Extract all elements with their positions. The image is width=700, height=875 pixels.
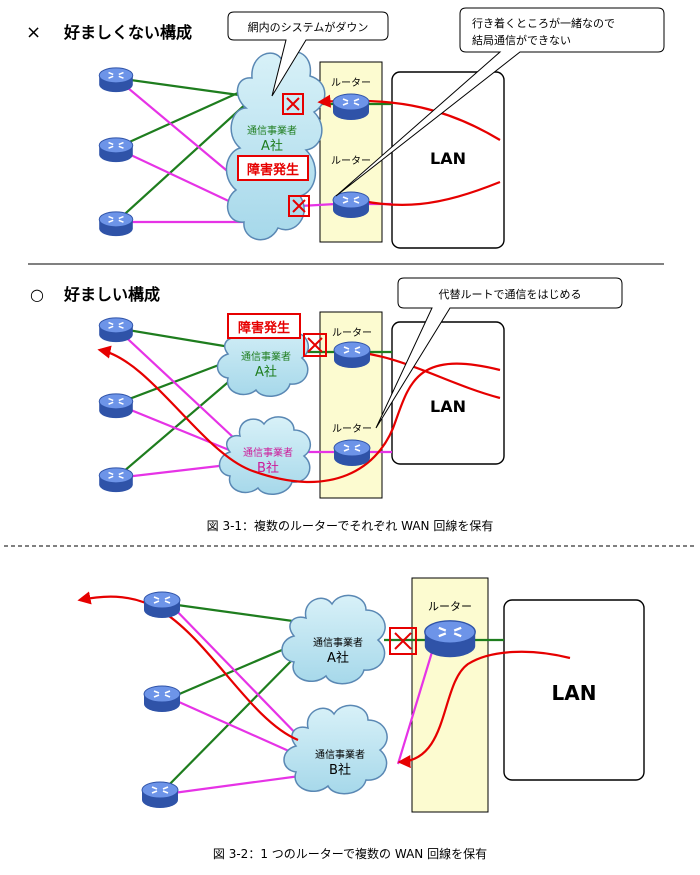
lan-label: LAN bbox=[430, 397, 466, 416]
x-mark-icon bbox=[288, 195, 310, 217]
router-icon bbox=[98, 393, 134, 419]
cloud-icon bbox=[283, 704, 388, 795]
carrier-label: 通信事業者 bbox=[243, 446, 293, 459]
router-panel bbox=[319, 311, 383, 499]
bad-mark-icon: × bbox=[26, 22, 41, 43]
bad-heading: 好ましくない構成 bbox=[63, 23, 192, 42]
good-heading: 好ましい構成 bbox=[63, 285, 160, 304]
carrier-name: A社 bbox=[255, 364, 277, 380]
router-icon bbox=[141, 781, 179, 809]
fault-label: 障害発生 bbox=[247, 162, 299, 178]
cloud-icon bbox=[281, 594, 386, 685]
router-icon bbox=[143, 685, 181, 713]
router-label: ルーター bbox=[331, 155, 371, 167]
router-icon bbox=[98, 467, 134, 493]
lan-label: LAN bbox=[430, 149, 466, 168]
router-icon bbox=[98, 137, 134, 163]
router-label: ルーター bbox=[332, 327, 372, 339]
router-icon bbox=[333, 341, 371, 369]
callout bbox=[227, 11, 389, 97]
router-label: ルーター bbox=[331, 77, 371, 89]
x-mark-icon bbox=[303, 333, 327, 357]
router-label: ルーター bbox=[332, 423, 372, 435]
carrier-name: A社 bbox=[327, 650, 349, 666]
x-mark-icon bbox=[282, 93, 304, 115]
callout-text: 結局通信ができない bbox=[472, 33, 571, 47]
single-router-configuration: LAN ルーター 通信事業者 A社 通信事業者 B社 bbox=[77, 577, 645, 861]
bad-configuration: × 好ましくない構成 LAN ルーター ルーター 通信事業者 A社 bbox=[26, 7, 665, 249]
lan-box bbox=[391, 321, 505, 465]
fault-box bbox=[237, 155, 309, 181]
magenta-links bbox=[165, 603, 434, 796]
good-mark-icon: ○ bbox=[30, 285, 44, 304]
x-mark-icon bbox=[389, 627, 417, 655]
carrier-label: 通信事業者 bbox=[247, 124, 297, 137]
router-icon bbox=[98, 317, 134, 343]
good-configuration: ○ 好ましい構成 LAN ルーター ルーター 通信事業者 A社 bbox=[30, 277, 623, 533]
figure-caption: 図 3-1：複数のルーターでそれぞれ WAN 回線を保有 bbox=[207, 518, 494, 533]
callout bbox=[335, 7, 665, 197]
traffic-path bbox=[397, 650, 571, 769]
router-label: ルーター bbox=[428, 600, 472, 613]
router-icon bbox=[98, 211, 134, 237]
fault-label: 障害発生 bbox=[238, 320, 290, 336]
carrier-label: 通信事業者 bbox=[313, 636, 363, 649]
carrier-name: B社 bbox=[257, 460, 279, 476]
green-links bbox=[159, 602, 504, 795]
carrier-name: A社 bbox=[261, 138, 283, 154]
carrier-label: 通信事業者 bbox=[315, 748, 365, 761]
traffic-path bbox=[77, 591, 299, 742]
fault-box bbox=[227, 313, 301, 339]
callout bbox=[375, 277, 623, 429]
router-icon bbox=[332, 191, 370, 219]
router-icon bbox=[143, 591, 181, 619]
figure-caption: 図 3-2：1 つのルーターで複数の WAN 回線を保有 bbox=[213, 846, 487, 861]
router-icon bbox=[333, 439, 371, 467]
carrier-name: B社 bbox=[329, 762, 351, 778]
router-icon bbox=[98, 67, 134, 93]
traffic-path bbox=[97, 345, 501, 484]
router-icon bbox=[423, 619, 477, 659]
lan-label: LAN bbox=[552, 681, 597, 705]
callout-text: 行き着くところが一緒なので bbox=[472, 16, 615, 30]
callout-text: 代替ルートで通信をはじめる bbox=[439, 287, 582, 301]
carrier-label: 通信事業者 bbox=[241, 350, 291, 363]
callout-text: 網内のシステムがダウン bbox=[248, 20, 369, 34]
router-icon bbox=[332, 93, 370, 121]
lan-box bbox=[503, 599, 645, 781]
